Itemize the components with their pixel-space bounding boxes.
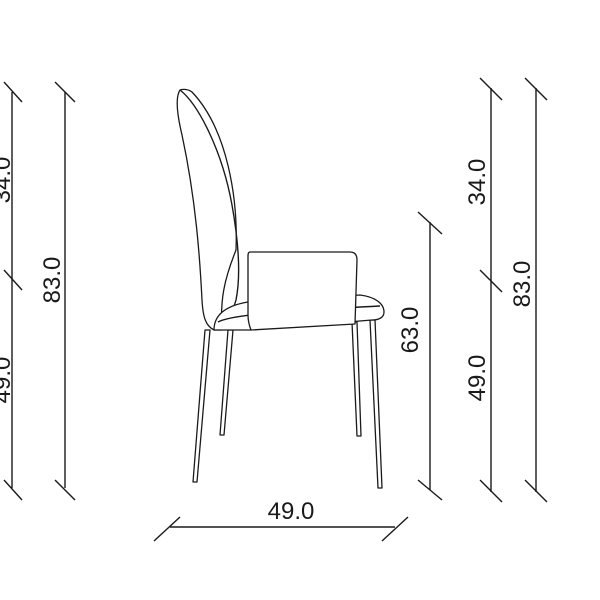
chair-back-leg-inner: [219, 329, 234, 436]
left-overall-tick-bottom: [54, 479, 76, 501]
right-upper-label: 34.0: [464, 159, 491, 206]
depth-dimension-group: 49.0: [153, 498, 409, 542]
left-overall-label: 83.0: [39, 257, 66, 304]
right-overall-tick-top: [524, 77, 548, 101]
arm-height-tick-top: [417, 211, 443, 235]
left-partial-tick-mid: [3, 269, 23, 291]
left-dimension-group: 34.0 49.0 83.0: [0, 81, 76, 501]
right-overall-label: 83.0: [509, 261, 536, 308]
right-partial-tick-bottom: [479, 479, 503, 503]
right-partial-tick-mid: [479, 269, 503, 293]
arm-height-label: 63.0: [397, 307, 424, 354]
left-partial-top-label: 34.0: [0, 157, 16, 204]
depth-label: 49.0: [268, 498, 315, 525]
chair-front-leg-inner: [351, 321, 362, 437]
right-lower-label: 49.0: [464, 355, 491, 402]
depth-tick-left: [153, 516, 181, 542]
depth-tick-right: [381, 516, 409, 542]
left-overall-tick-top: [54, 81, 76, 103]
chair-side-view: [176, 88, 385, 489]
left-partial-bottom-label: 49.0: [0, 357, 16, 404]
right-overall-tick-bottom: [524, 479, 548, 503]
left-partial-tick-top: [3, 81, 23, 103]
chair-front-leg-outer: [369, 319, 383, 489]
left-partial-tick-bottom: [3, 479, 23, 501]
chair-back-leg-outer: [192, 329, 211, 483]
chair-armrest: [247, 251, 358, 331]
right-partial-tick-top: [479, 77, 503, 101]
arm-height-tick-bottom: [417, 479, 443, 501]
chair-backrest-shell: [176, 88, 237, 331]
right-dimension-group: 63.0 34.0 49.0 83.0: [397, 77, 548, 503]
